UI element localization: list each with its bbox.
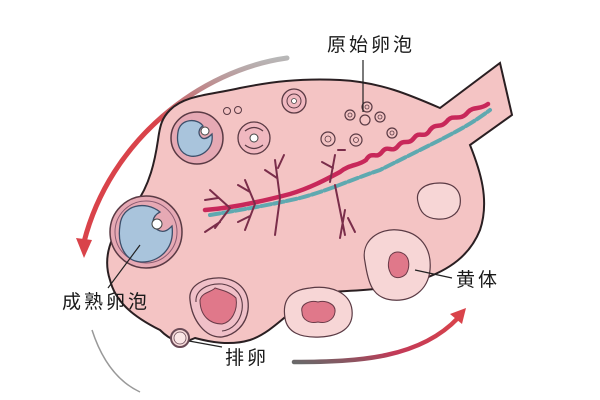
leader-ovulation [188,340,223,348]
cycle-arrow-right [291,308,466,365]
growing-follicle [170,111,224,165]
vessel-branches [204,149,356,239]
primordial-follicles [320,101,398,147]
cycle-arrow-bottom-left [91,329,141,393]
label-mature-follicle: 成熟卵泡 [62,291,151,313]
small-follicles [223,88,307,115]
corpus-albicans [416,182,461,220]
rupturing-follicle [189,277,249,338]
released-ovum [170,328,190,348]
leader-corpus-luteum [414,269,453,279]
label-ovulation: 排卵 [225,347,270,369]
label-corpus-luteum: 黄体 [456,269,501,291]
cycle-arrow-left [76,55,290,258]
secondary-follicle [237,121,271,155]
leader-mature [107,244,141,289]
mature-follicle [109,195,183,269]
label-primordial-follicle: 原始卵泡 [327,34,416,56]
corpus-luteum [363,229,431,301]
vein [208,108,492,217]
artery [202,101,491,213]
corpus-luteum-developing [283,286,353,338]
